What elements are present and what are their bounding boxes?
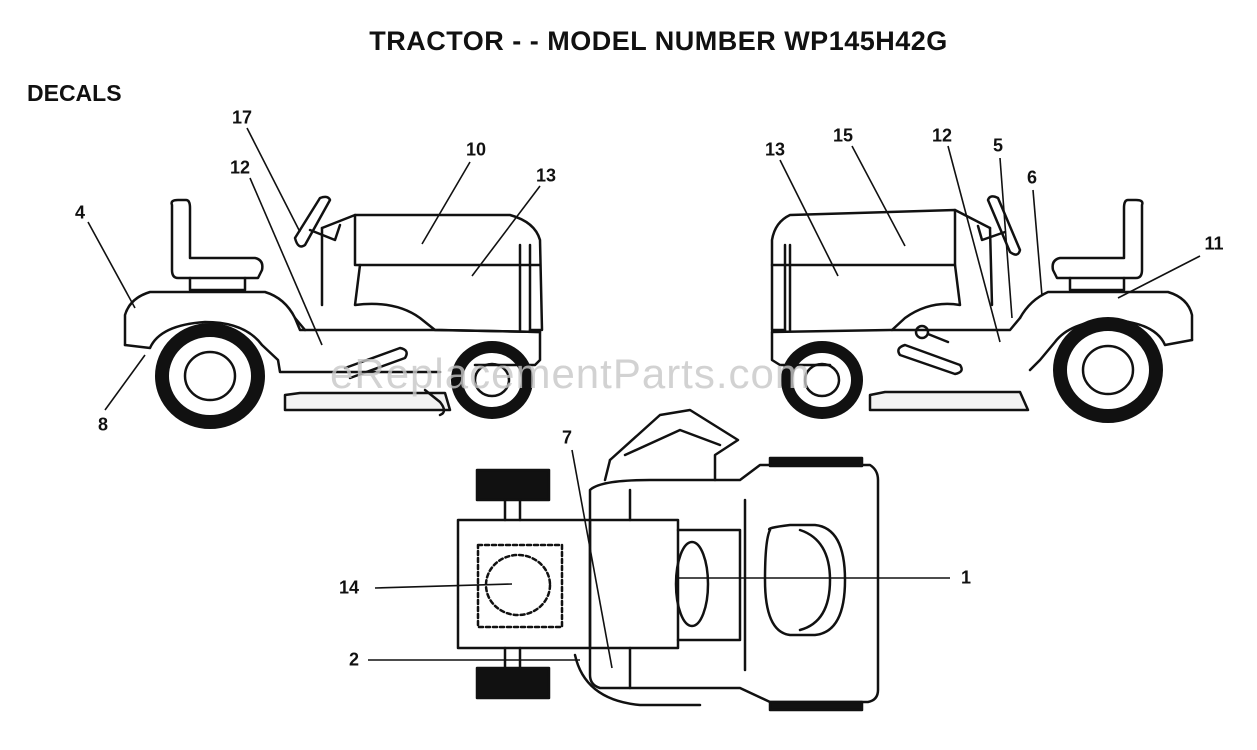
callout-14: 14 xyxy=(338,577,360,598)
callout-15: 15 xyxy=(832,125,854,146)
leader-13-right xyxy=(780,160,838,276)
leader-12-left xyxy=(250,178,322,345)
callout-7: 7 xyxy=(561,427,573,448)
callout-12-right: 12 xyxy=(931,125,953,146)
callout-2: 2 xyxy=(348,649,360,670)
callout-10: 10 xyxy=(465,139,487,160)
page-title: TRACTOR - - MODEL NUMBER WP145H42G xyxy=(369,26,948,56)
leader-8 xyxy=(105,355,145,410)
leader-12-right xyxy=(948,146,1000,342)
tractor-left-view xyxy=(125,197,542,422)
callout-4: 4 xyxy=(74,202,86,223)
tractor-top-view xyxy=(458,410,878,710)
tractor-right-view xyxy=(772,196,1192,416)
leader-10 xyxy=(422,162,470,244)
leader-lines xyxy=(88,128,1200,668)
leader-4 xyxy=(88,222,135,308)
leader-13-left xyxy=(472,186,540,276)
callout-5: 5 xyxy=(992,135,1004,156)
callout-1: 1 xyxy=(960,567,972,588)
callout-8: 8 xyxy=(97,414,109,435)
leader-11 xyxy=(1118,256,1200,298)
callout-13-right: 13 xyxy=(764,139,786,160)
callout-13-left: 13 xyxy=(535,165,557,186)
callout-6: 6 xyxy=(1026,167,1038,188)
leader-14 xyxy=(375,584,512,588)
callout-12-left: 12 xyxy=(229,157,251,178)
leader-6 xyxy=(1033,190,1042,296)
leader-17 xyxy=(247,128,300,232)
section-heading: DECALS xyxy=(27,80,122,106)
leader-7 xyxy=(572,450,612,668)
leader-15 xyxy=(852,146,905,246)
callout-11: 11 xyxy=(1204,233,1224,254)
callout-17: 17 xyxy=(231,107,253,128)
leader-5 xyxy=(1000,158,1012,318)
